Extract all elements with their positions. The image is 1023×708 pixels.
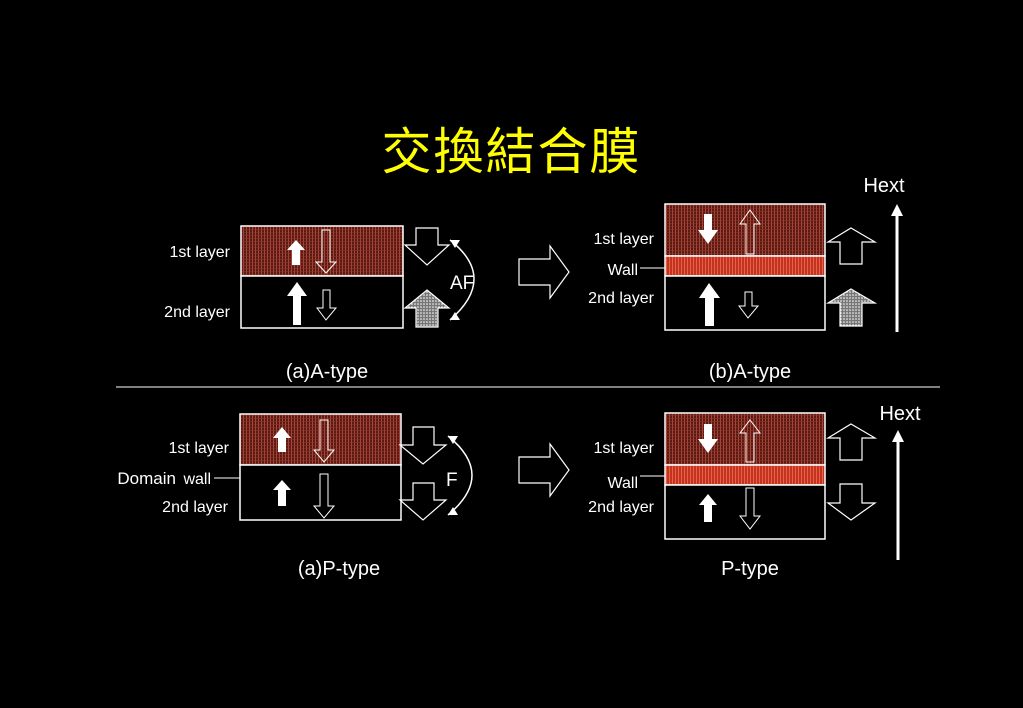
spin-down-arrow — [316, 289, 338, 321]
magnetization-up-arrow — [825, 288, 878, 327]
wall-label: Wall — [607, 262, 638, 279]
panel-b-atype: Hext 1st layer Wall 2nd layer (b)A-type — [588, 175, 905, 383]
af-label: AF — [450, 273, 474, 294]
layer1-label: 1st layer — [170, 244, 231, 261]
spin-down-arrow — [314, 229, 338, 274]
curve-arrowhead — [448, 436, 458, 444]
spin-up-arrow — [287, 240, 305, 265]
spin-down-arrow — [738, 487, 762, 530]
layer2-label: 2nd layer — [162, 499, 228, 516]
layer2-label: 2nd layer — [588, 290, 654, 307]
caption-a-ptype: (a)P-type — [298, 558, 380, 580]
spin-down-arrow — [698, 214, 718, 244]
domain-wall-label: wall — [182, 471, 211, 488]
magnetization-up-arrow — [825, 227, 878, 265]
panel-ptype: Hext 1st layer Wall 2nd layer P-type — [588, 403, 921, 580]
spin-down-arrow — [312, 419, 336, 463]
hext-arrowhead — [891, 204, 903, 216]
spin-up-arrow — [699, 494, 717, 522]
layer1-block — [664, 203, 826, 257]
spin-down-arrow — [698, 424, 718, 453]
layer2-block — [240, 275, 404, 329]
spin-up-arrow — [738, 419, 762, 463]
spin-up-arrow — [273, 480, 291, 506]
panel-a-ptype: F 1st layer Domain wall 2nd layer (a)P-t… — [117, 413, 473, 580]
magnetization-down-arrow — [398, 426, 448, 465]
caption-b-atype: (b)A-type — [709, 361, 791, 383]
coupling-curve — [449, 239, 475, 321]
layer1-label: 1st layer — [594, 231, 655, 248]
magnetization-up-arrow — [403, 289, 451, 328]
page-title: 交換結合膜 — [381, 123, 642, 181]
curve-arrowhead — [448, 507, 458, 515]
spin-up-arrow — [273, 427, 291, 452]
transition-arrow — [518, 244, 570, 300]
f-label: F — [446, 470, 458, 491]
layer1-block — [664, 412, 826, 466]
curve-arrowhead — [450, 240, 460, 248]
caption-ptype: P-type — [721, 558, 779, 580]
magnetization-down-arrow — [826, 483, 877, 521]
spin-up-arrow — [739, 209, 761, 255]
caption-a-atype: (a)A-type — [286, 361, 368, 383]
wall-block — [664, 255, 826, 277]
layer2-label: 2nd layer — [164, 304, 230, 321]
spin-up-arrow — [699, 283, 720, 326]
spin-down-arrow — [312, 473, 336, 519]
coupling-curve — [447, 435, 473, 516]
layer1-label: 1st layer — [169, 440, 230, 457]
wall-block — [664, 464, 826, 486]
spin-down-arrow — [738, 291, 760, 319]
hext-label: Hext — [863, 175, 905, 197]
spin-up-arrow — [287, 282, 307, 325]
curve-arrowhead — [450, 312, 460, 320]
magnetization-up-arrow — [825, 423, 878, 461]
layer2-block — [664, 484, 826, 540]
wall-label: Wall — [607, 475, 638, 492]
magnetization-down-arrow — [398, 482, 448, 521]
domain-label: Domain — [117, 469, 176, 488]
layer1-label: 1st layer — [594, 440, 655, 457]
hext-label: Hext — [879, 403, 921, 425]
hext-arrowhead — [892, 430, 904, 442]
transition-arrow — [518, 442, 570, 498]
magnetization-down-arrow — [403, 227, 451, 266]
layer2-label: 2nd layer — [588, 499, 654, 516]
panel-a-atype: AF 1st layer 2nd layer (a)A-type — [164, 225, 475, 383]
